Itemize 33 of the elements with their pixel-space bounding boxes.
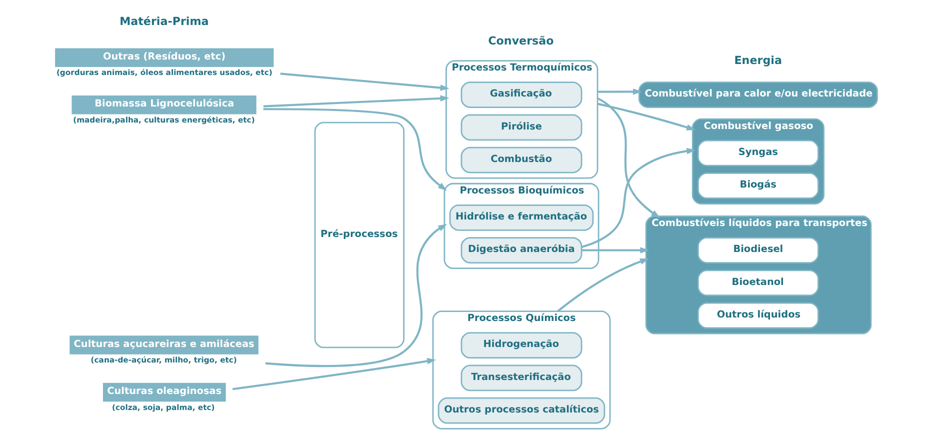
arrow <box>597 97 660 218</box>
label: Matéria-Prima <box>120 15 209 28</box>
node-box: Hidrogenação <box>460 332 582 359</box>
node-box: Transesterificação <box>460 364 582 392</box>
node-box: Syngas <box>697 140 819 166</box>
node-box: Combustão <box>460 146 582 174</box>
arrow <box>582 247 650 254</box>
node-box: Pré-processos <box>314 122 405 348</box>
arrow <box>597 102 696 130</box>
node-box: Culturas oleaginosas <box>102 382 226 402</box>
label: Conversão <box>488 34 554 48</box>
node-box: Bioetanol <box>697 270 819 296</box>
node-box: Pirólise <box>460 114 582 141</box>
arrow <box>232 358 436 390</box>
node-box: Outros líquidos <box>697 302 819 329</box>
node-box: Outras (Resíduos, etc) <box>55 48 274 68</box>
arrow <box>265 224 448 367</box>
node-box: Combustível para calor e/ou electricidade <box>638 82 878 108</box>
node-box: Outros processos catalíticos <box>438 397 606 424</box>
node-box: Digestão anaeróbia <box>460 237 582 264</box>
arrow <box>597 88 642 95</box>
node-box: Hidrólise e fermentação <box>449 204 594 231</box>
arrow <box>263 108 447 191</box>
node-box: Culturas açucareiras e amiláceas <box>70 336 258 354</box>
arrow <box>263 95 450 108</box>
label: Energia <box>734 54 782 68</box>
arrow <box>280 72 450 91</box>
node-box: Biogás <box>697 172 819 199</box>
node-box: Biodiesel <box>697 237 819 264</box>
arrow <box>581 148 696 248</box>
node-box: Biomassa Lignocelulósica <box>72 95 256 114</box>
node-box: Gasificação <box>460 82 582 108</box>
arrow <box>557 258 650 312</box>
